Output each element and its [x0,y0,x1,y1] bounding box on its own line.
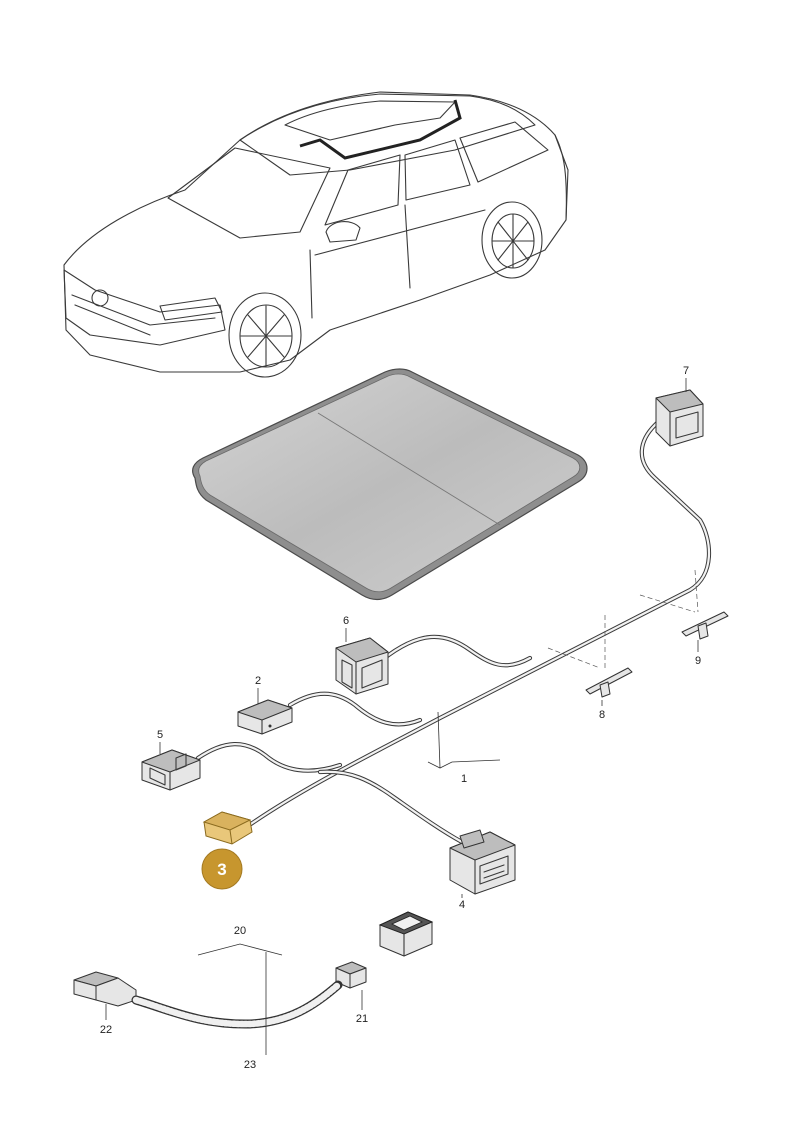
connector-5[interactable] [141,749,201,791]
callout-20[interactable]: 20 [234,925,246,937]
callout-9[interactable]: 9 [695,655,701,667]
callout-3: 3 [217,860,226,879]
callout-5[interactable]: 5 [157,729,163,741]
leader-lines [105,378,699,1055]
callout-8[interactable]: 8 [599,709,605,721]
callout-4[interactable]: 4 [459,899,465,911]
cable-23[interactable] [131,980,343,1029]
callout-2[interactable]: 2 [255,675,261,687]
clip-8[interactable] [585,667,633,698]
callout-1[interactable]: 1 [461,773,467,785]
connector-22[interactable] [73,971,137,1007]
clip-9[interactable] [681,611,729,640]
glass-roof-panel [192,368,588,601]
callout-23[interactable]: 23 [244,1059,256,1071]
wiring-harness [195,417,711,845]
callout-7[interactable]: 7 [683,365,689,377]
switch-part [378,911,434,957]
mounting-guides [547,569,699,669]
callout-6[interactable]: 6 [343,615,349,627]
callout-22[interactable]: 22 [100,1024,112,1036]
callout-3-badge[interactable]: 3 [201,848,243,890]
badge-circle [201,848,243,890]
connector-6[interactable] [335,637,389,695]
car-illustration [63,91,569,378]
callout-21[interactable]: 21 [356,1013,368,1025]
module-2[interactable] [237,699,293,735]
connector-7[interactable] [655,389,704,447]
part-3-highlighted[interactable] [202,811,253,845]
callouts: 7 6 2 5 1 8 9 4 20 21 22 23 [100,365,701,1071]
connector-4[interactable] [449,829,516,895]
